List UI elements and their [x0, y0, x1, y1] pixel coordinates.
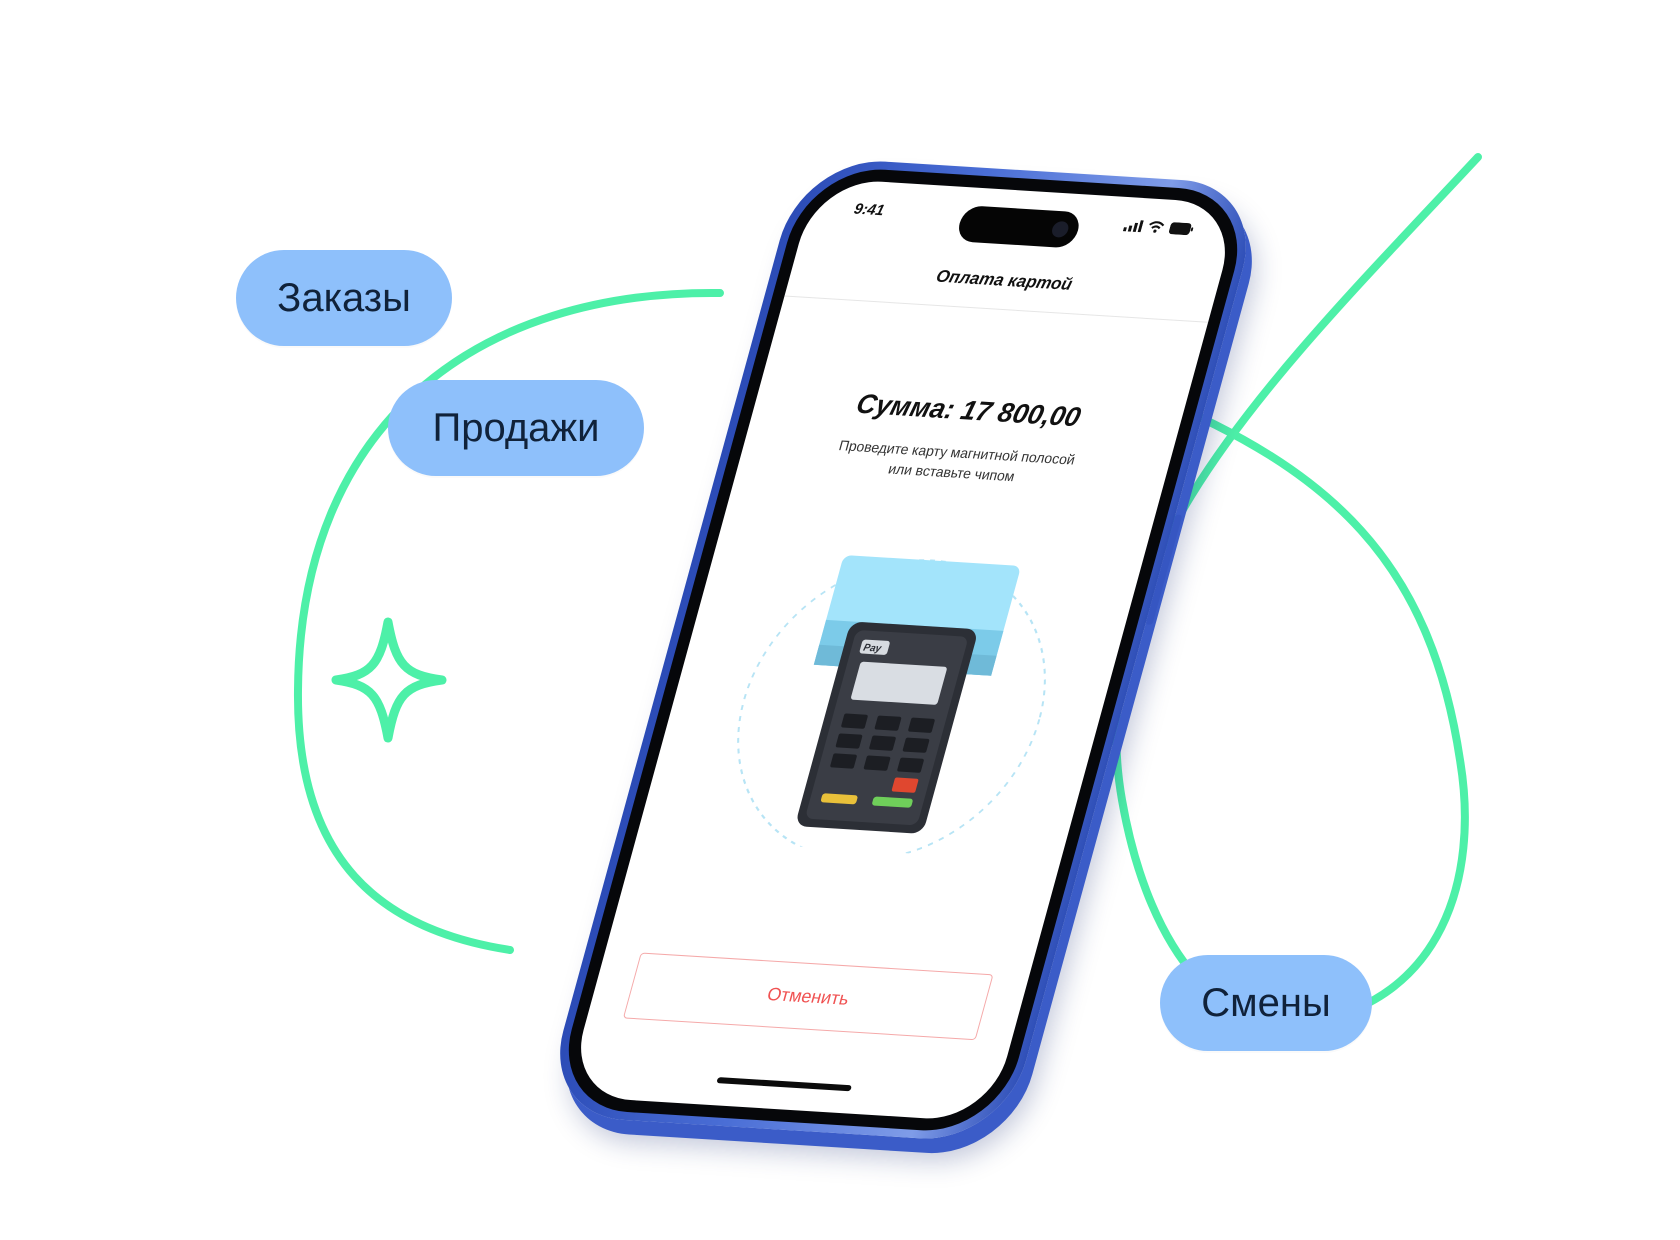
shifts-pill[interactable]: Смены	[1160, 955, 1372, 1051]
sparkle-icon	[331, 617, 447, 743]
dashed-circle	[737, 559, 1046, 860]
wifi-icon	[1149, 221, 1165, 233]
sales-label: Продажи	[432, 406, 600, 450]
orders-label: Заказы	[277, 276, 411, 320]
loop-line-left	[293, 288, 724, 954]
battery-icon	[1168, 222, 1194, 236]
card-terminal-illustration: Pay	[737, 555, 1046, 860]
page-title: Оплата картой	[934, 266, 1075, 294]
terminal-brand: Pay	[862, 643, 884, 655]
shifts-label: Смены	[1201, 981, 1331, 1025]
status-time: 9:41	[852, 200, 887, 220]
phone-mockup: 9:41	[540, 156, 1266, 1144]
sales-pill[interactable]: Продажи	[388, 380, 644, 476]
orders-pill[interactable]: Заказы	[236, 250, 452, 346]
status-icons	[1122, 219, 1195, 236]
signal-icon	[1122, 220, 1144, 233]
payment-amount: Сумма: 17 800,00	[853, 388, 1085, 433]
cancel-button[interactable]: Отменить	[622, 952, 994, 1041]
camera-icon	[1050, 220, 1071, 238]
pos-terminal-icon: Pay	[797, 622, 976, 834]
phone-screen: 9:41	[565, 177, 1241, 1123]
dynamic-island	[954, 205, 1083, 249]
payment-hint: Проведите карту магнитной полосой или вс…	[776, 432, 1132, 493]
home-indicator	[716, 1077, 852, 1092]
